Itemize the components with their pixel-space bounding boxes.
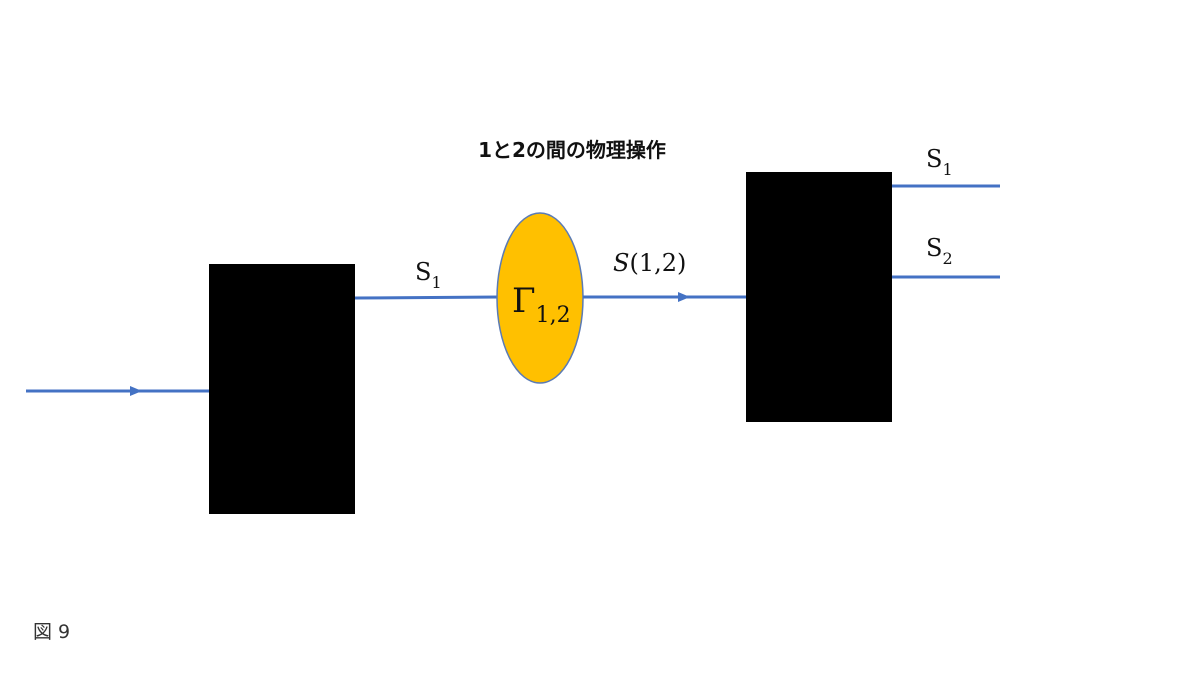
- line-block-to-operator: [354, 295, 501, 300]
- diagram-title: 1と2の間の物理操作: [478, 138, 666, 162]
- signal-s1-label: S1: [415, 258, 442, 292]
- operator-gamma-label: Γ1,2: [512, 281, 571, 328]
- figure-caption: 図 9: [33, 621, 70, 643]
- output-s2-label: S2: [926, 234, 953, 268]
- output-s1-label: S1: [926, 145, 953, 179]
- signal-s12-label: S(1,2): [613, 249, 686, 277]
- right-black-box: [746, 172, 892, 422]
- operator-ellipse: [496, 212, 584, 384]
- left-black-box: [209, 264, 355, 514]
